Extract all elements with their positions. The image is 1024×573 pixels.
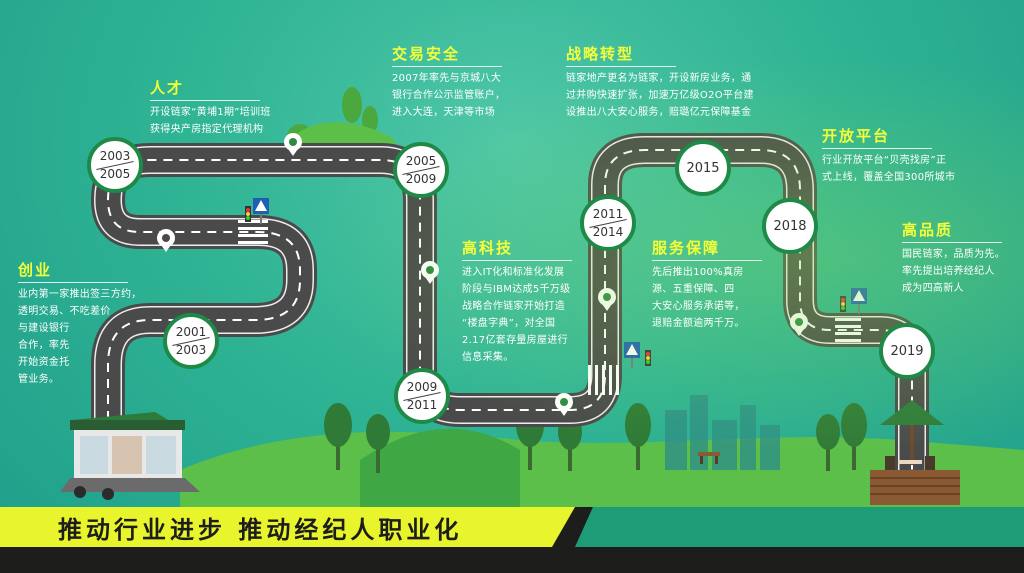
milestone-title: 开放平台 xyxy=(822,127,891,145)
year-end: 2011 xyxy=(406,397,438,412)
milestone-desc-line: 获得央产房指定代理机构 xyxy=(150,124,264,135)
milestone-jiaoyi: 交易安全 2007年率先与京城八大 银行合作公示监管账户， 进入大连，天津等市场 xyxy=(392,44,505,121)
milestone-desc-line: 2007年率先与京城八大 xyxy=(392,73,502,84)
year-label: 2018 xyxy=(773,218,807,234)
milestone-desc-line: 管业务。 xyxy=(18,374,60,385)
milestone-desc-line: 国民链家，品质为先。 xyxy=(902,249,1005,260)
year-start: 2011 xyxy=(592,206,624,221)
bench-illustration xyxy=(698,452,720,464)
year-start: 2005 xyxy=(405,153,437,168)
milestone-desc-line: 源、五重保障、四 xyxy=(652,284,735,295)
year-start: 2003 xyxy=(99,148,131,163)
milestone-desc-line: 与建设银行 xyxy=(18,323,70,334)
year-disc-2011: 2011 2014 xyxy=(580,195,636,251)
year-start: 2001 xyxy=(175,324,207,339)
milestone-desc-line: 信息采集。 xyxy=(462,352,514,363)
milestone-desc-line: 合作，率先 xyxy=(18,340,70,351)
year-disc-2018: 2018 xyxy=(762,198,818,254)
year-end: 2009 xyxy=(405,171,437,186)
milestone-desc-line: 式上线，覆盖全国300所城市 xyxy=(822,172,956,183)
trees xyxy=(286,87,867,473)
milestone-rule xyxy=(18,282,128,283)
milestone-desc-line: 开始资金托 xyxy=(18,357,70,368)
milestone-desc-line: 透明交易、不吃差价 xyxy=(18,306,111,317)
milestone-rule xyxy=(462,260,572,261)
milestone-title: 人才 xyxy=(150,79,185,97)
milestone-title: 创业 xyxy=(18,261,53,279)
year-end: 2014 xyxy=(592,224,624,239)
milestone-desc-line: 业内第一家推出签三方约， xyxy=(18,289,142,300)
city-skyline xyxy=(665,395,780,470)
slogan-banner: 推动行业进步 推动经纪人职业化 xyxy=(0,507,575,547)
milestone-desc-line: 开设链家“黄埔1期”培训班 xyxy=(150,107,271,118)
year-label: 2019 xyxy=(890,343,924,359)
year-disc-2003: 2003 2005 xyxy=(87,137,143,193)
milestone-desc-line: 率先提出培养经纪人 xyxy=(902,266,995,277)
milestone-chuangye: 创业 业内第一家推出签三方约， 透明交易、不吃差价 与建设银行 合作，率先 开始… xyxy=(18,260,142,388)
milestone-fuwu: 服务保障 先后推出100%真房 源、五重保障、四 大安心服务承诺等， 退赔金额逾… xyxy=(652,238,762,332)
milestone-zhanlue: 战略转型 链家地产更名为链家，开设新房业务，通 过并购快速扩张，加速万亿级O2O… xyxy=(566,44,754,121)
milestone-desc-line: 2.17亿套存量房屋进行 xyxy=(462,335,568,346)
pedestrian-sign-icon xyxy=(253,198,867,368)
milestone-rule xyxy=(150,100,260,101)
traffic-light-icon xyxy=(245,206,846,366)
milestone-title: 高品质 xyxy=(902,221,954,239)
crosswalk-3 xyxy=(835,318,861,342)
milestone-rule xyxy=(822,148,932,149)
crosswalk-1 xyxy=(238,220,268,244)
milestone-desc-line: “楼盘字典”，对全国 xyxy=(462,318,556,329)
milestone-desc-line: 行业开放平台“贝壳找房”正 xyxy=(822,155,947,166)
year-start: 2009 xyxy=(406,379,438,394)
milestone-gaopinzhi: 高品质 国民链家，品质为先。 率先提出培养经纪人 成为四高新人 xyxy=(902,220,1005,297)
road-surface xyxy=(95,137,925,470)
milestone-kaifang: 开放平台 行业开放平台“贝壳找房”正 式上线，覆盖全国300所城市 xyxy=(822,126,955,186)
year-end: 2005 xyxy=(99,166,131,181)
milestone-title: 服务保障 xyxy=(652,239,721,257)
year-disc-2009: 2009 2011 xyxy=(394,368,450,424)
milestone-rule xyxy=(392,66,502,67)
year-disc-2001: 2001 2003 xyxy=(163,313,219,369)
milestone-rule xyxy=(566,66,676,67)
milestone-title: 战略转型 xyxy=(566,45,635,63)
milestone-rule xyxy=(902,242,1002,243)
milestone-desc-line: 大安心服务承诺等， xyxy=(652,301,745,312)
milestone-desc-line: 成为四高新人 xyxy=(902,283,964,294)
milestone-rule xyxy=(652,260,762,261)
year-end: 2003 xyxy=(175,342,207,357)
milestone-desc-line: 设推出八大安心服务，赔璐亿元保障基金 xyxy=(566,107,752,118)
crosswalk-2 xyxy=(588,365,619,395)
location-pin-icon xyxy=(157,133,808,416)
milestone-title: 交易安全 xyxy=(392,45,461,63)
year-label: 2015 xyxy=(686,160,720,176)
milestone-gaokeji: 高科技 进入IT化和标准化发展 阶段与IBM达成5千万级 战略合作链家开始打造 … xyxy=(462,238,572,366)
milestone-desc-line: 过并购快速扩张，加速万亿级O2O平台建 xyxy=(566,90,754,101)
slogan-text: 推动行业进步 推动经纪人职业化 xyxy=(58,515,463,544)
banner-green-strip xyxy=(575,507,1024,547)
milestone-title: 高科技 xyxy=(462,239,514,257)
milestone-desc-line: 进入IT化和标准化发展 xyxy=(462,267,565,278)
milestone-rencai: 人才 开设链家“黄埔1期”培训班 获得央产房指定代理机构 xyxy=(150,78,271,138)
milestone-desc-line: 银行合作公示监管账户， xyxy=(392,90,506,101)
year-disc-2005: 2005 2009 xyxy=(393,142,449,198)
pavilion-illustration xyxy=(870,400,960,505)
milestone-desc-line: 战略合作链家开始打造 xyxy=(462,301,565,312)
milestone-desc-line: 阶段与IBM达成5千万级 xyxy=(462,284,571,295)
milestone-desc-line: 退赔金额逾两千万。 xyxy=(652,318,745,329)
year-disc-2015: 2015 xyxy=(675,140,731,196)
ground-hill-dark xyxy=(360,428,520,510)
storefront-illustration xyxy=(60,412,200,500)
milestone-desc-line: 先后推出100%真房 xyxy=(652,267,744,278)
milestone-desc-line: 链家地产更名为链家，开设新房业务，通 xyxy=(566,73,752,84)
year-disc-2019: 2019 xyxy=(879,323,935,379)
milestone-desc-line: 进入大连，天津等市场 xyxy=(392,107,495,118)
